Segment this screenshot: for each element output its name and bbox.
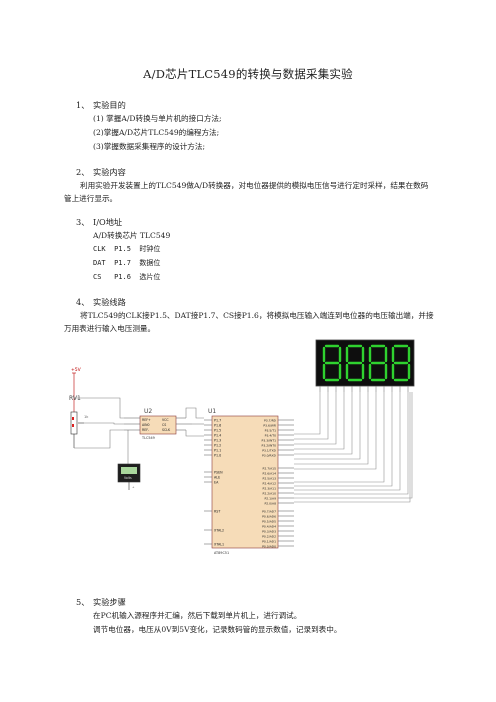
u1-pin-p0-7: P0.7/AD7 [262, 510, 276, 514]
section-3-title: I/O地址 [93, 217, 123, 227]
u2-pin-ref-minus: REF- [142, 428, 149, 432]
voltmeter-label: Volts [124, 476, 132, 480]
u1-pin-p3-7: P3.7/RD [264, 419, 277, 423]
u1-pin-p1-3: P1.3 [214, 439, 221, 443]
u1-pin-p1-5: P1.5 [214, 429, 221, 433]
section-1-title: 实验目的 [93, 100, 126, 110]
u1-pin-p3-3: P3.3/INT1 [262, 439, 277, 443]
section-3-number: 3、 [76, 217, 90, 227]
objective-item-1: (1) 掌握A/D转换与单片机的接口方法; [93, 114, 222, 123]
u1-pin-p2-4: P2.4/A12 [263, 482, 277, 486]
u1-pin-ea: EA [214, 481, 219, 485]
circuit-diagram: +5V RV1 1k Volts + [69, 339, 415, 555]
u1-pin-ale: ALE [214, 476, 220, 480]
content-paragraph: 利用实验开发装置上的TLC549做A/D转换器，对电位器提供的模拟电压信号进行定… [64, 181, 429, 203]
u1-pin-p2-3: P2.3/A11 [263, 487, 277, 491]
u1-pin-p2-6: P2.6/A14 [263, 472, 277, 476]
seven-segment-display [315, 339, 415, 392]
io-line-3: DAT P1.7 数据位 [93, 259, 161, 267]
u1-pin-p0-4: P0.4/AD4 [262, 525, 276, 529]
u1-pin-p0-3: P0.3/AD3 [262, 530, 276, 534]
adc-mcu-wires [185, 407, 204, 437]
section-5-heading: 5、实验步骤 [76, 596, 126, 608]
step-line-2: 调节电位器，电压从0V到5V变化，记录数码管的显示数值，记录到表中。 [93, 625, 342, 634]
display-bus-wires [294, 392, 413, 503]
u1-pin-p2-7: P2.7/A15 [263, 467, 277, 471]
tlc549-chip: U2 REF+ AIN0 REF- VCC CS SCLK TLC549 [124, 408, 192, 440]
u2-pin-cs: CS [162, 423, 166, 427]
u2-pin-sclk: SCLK [162, 428, 171, 432]
u1-chip-name: AT89C51 [214, 551, 229, 555]
u1-pin-rst: RST [214, 510, 221, 514]
objective-item-2: (2)掌握A/D芯片TLC549的编程方法; [93, 128, 220, 137]
io-line-2: CLK P1.5 时钟位 [93, 245, 161, 253]
section-1-heading: 1、实验目的 [76, 99, 126, 111]
u1-pin-p3-6: P3.6/WR [263, 424, 276, 428]
step-line-1: 在PC机输入源程序并汇编，然后下载到单片机上，进行调试。 [93, 611, 302, 620]
at89c51-chip: U1 P1.7 P1.6 P1.5 P1.4 P1.3 P1.2 P1.1 P1… [204, 408, 294, 555]
document-title: A/D芯片TLC549的转换与数据采集实验 [143, 67, 353, 81]
section-4-heading: 4、实验线路 [76, 296, 126, 308]
u1-pin-p2-5: P2.5/A13 [263, 477, 277, 481]
section-1-number: 1、 [76, 100, 90, 110]
u1-pin-p1-4: P1.4 [214, 434, 221, 438]
u1-pin-p1-7: P1.7 [214, 419, 221, 423]
section-4-number: 4、 [76, 297, 90, 307]
u1-pin-p2-0: P2.0/A8 [264, 502, 276, 506]
u1-pin-p1-6: P1.6 [214, 424, 221, 428]
u1-pin-p2-2: P2.2/A10 [263, 492, 277, 496]
svg-text:+: + [132, 485, 135, 489]
section-5-number: 5、 [76, 597, 90, 607]
rv1-label: RV1 [69, 395, 81, 402]
u1-pin-xtal2: XTAL2 [214, 529, 224, 533]
u1-pin-p3-0: P3.0/RXD [262, 454, 277, 458]
u1-pin-p0-0: P0.0/AD0 [262, 545, 276, 549]
section-2-number: 2、 [76, 167, 90, 177]
wiring-paragraph: 将TLC549的CLK接P1.5、DAT接P1.7、CS接P1.6，将模拟电压输… [64, 311, 434, 333]
u2-pin-vcc: VCC [162, 418, 169, 422]
u1-label: U1 [208, 408, 216, 415]
u1-pin-p0-1: P0.1/AD1 [262, 540, 276, 544]
u1-pin-p3-4: P3.4/T0 [265, 434, 276, 438]
section-5-title: 实验步骤 [93, 597, 126, 607]
u1-pin-p0-6: P0.6/AD6 [262, 515, 276, 519]
u2-pin-ain0: AIN0 [142, 423, 150, 427]
u1-pin-p1-1: P1.1 [214, 449, 221, 453]
u1-pin-p3-2: P3.2/INT0 [262, 444, 277, 448]
section-4-title: 实验线路 [93, 297, 126, 307]
u1-pin-p1-0: P1.0 [214, 454, 221, 458]
u1-pin-p3-5: P3.5/T1 [265, 429, 276, 433]
u1-pin-xtal1: XTAL1 [214, 543, 224, 547]
voltmeter: Volts + [117, 463, 141, 490]
u1-pin-p3-1: P3.1/TXD [262, 449, 276, 453]
u1-pin-p1-2: P1.2 [214, 444, 221, 448]
adc-input-wires [74, 397, 129, 464]
u2-chip-name: TLC549 [141, 436, 155, 440]
io-line-4: CS P1.6 选片位 [93, 273, 161, 281]
section-2-heading: 2、实验内容 [76, 166, 126, 178]
svg-text:1k: 1k [84, 415, 89, 419]
u2-pin-ref-plus: REF+ [142, 418, 151, 422]
objective-item-3: (3)掌握数据采集程序的设计方法; [93, 142, 206, 151]
section-3-heading: 3、I/O地址 [76, 216, 122, 228]
u1-pin-p0-5: P0.5/AD5 [262, 520, 276, 524]
io-line-1: A/D转换芯片 TLC549 [93, 231, 171, 240]
section-2-title: 实验内容 [93, 167, 126, 177]
u1-pin-psen: PSEN [214, 471, 223, 475]
potentiometer-rv1: RV1 1k [69, 395, 89, 448]
vcc-label: +5V [71, 367, 82, 373]
u1-pin-p0-2: P0.2/AD2 [262, 535, 276, 539]
u2-label: U2 [144, 408, 152, 415]
u1-pin-p2-1: P2.1/A9 [264, 497, 276, 501]
